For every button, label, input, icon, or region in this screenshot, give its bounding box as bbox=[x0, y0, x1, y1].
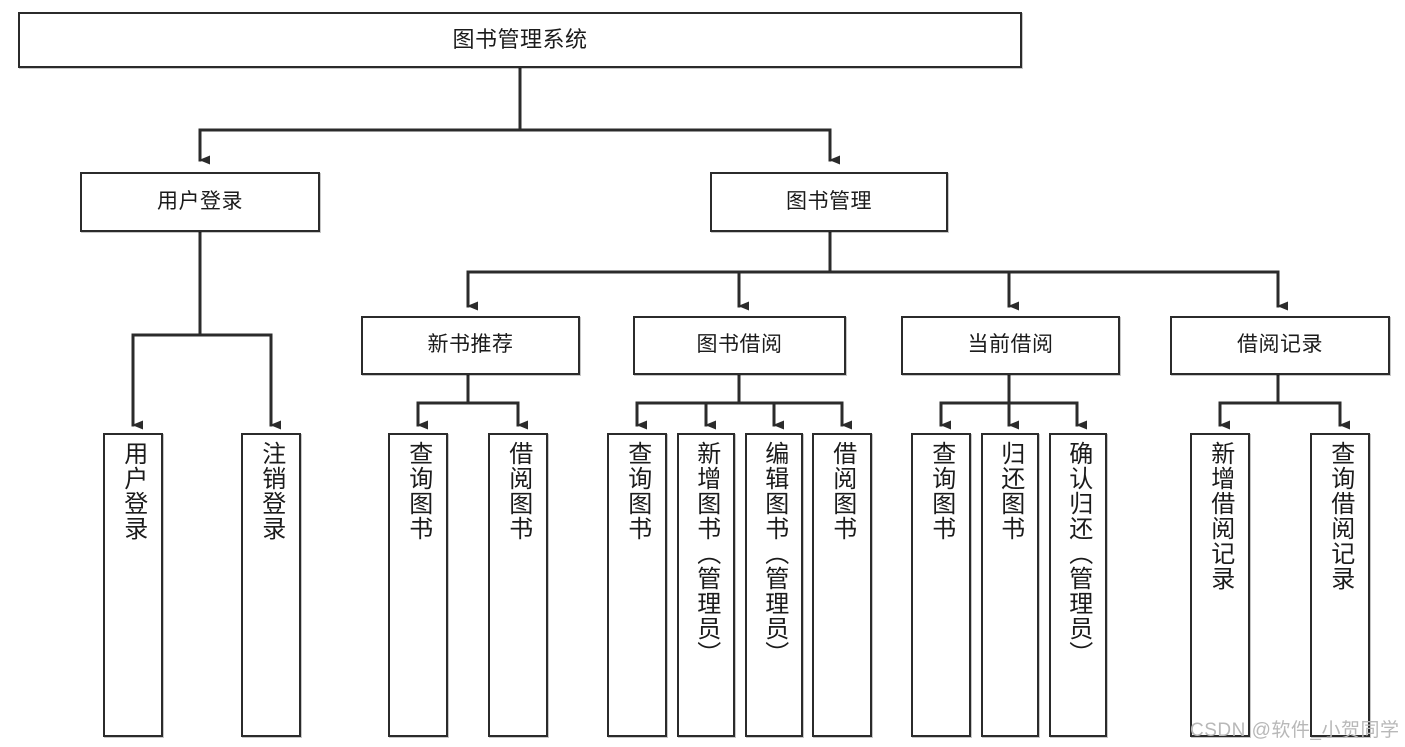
node-label: 查询借阅记录 bbox=[1326, 441, 1354, 591]
leaf-edit-book[interactable]: 编辑图书（管理员） bbox=[745, 433, 803, 737]
leaf-query-book-3[interactable]: 查询图书 bbox=[911, 433, 971, 737]
node-label: 查询图书 bbox=[623, 441, 651, 541]
node-current-borrow[interactable]: 当前借阅 bbox=[901, 316, 1120, 375]
leaf-borrow-book-2[interactable]: 借阅图书 bbox=[812, 433, 872, 737]
node-label: 确认归还（管理员） bbox=[1064, 441, 1092, 666]
leaf-return-book[interactable]: 归还图书 bbox=[981, 433, 1039, 737]
leaf-logout-login[interactable]: 注销登录 bbox=[241, 433, 301, 737]
node-label: 编辑图书（管理员） bbox=[760, 441, 788, 666]
leaf-query-book-2[interactable]: 查询图书 bbox=[607, 433, 667, 737]
node-label: 当前借阅 bbox=[967, 333, 1054, 357]
leaf-query-record[interactable]: 查询借阅记录 bbox=[1310, 433, 1370, 737]
node-label: 图书管理系统 bbox=[452, 27, 588, 53]
node-new-book-recommend[interactable]: 新书推荐 bbox=[361, 316, 580, 375]
node-label: 新增图书（管理员） bbox=[692, 441, 720, 666]
node-label: 注销登录 bbox=[257, 441, 285, 541]
leaf-query-book-1[interactable]: 查询图书 bbox=[388, 433, 448, 737]
node-label: 借阅图书 bbox=[504, 441, 532, 541]
leaf-borrow-book-1[interactable]: 借阅图书 bbox=[488, 433, 548, 737]
node-book-manage[interactable]: 图书管理 bbox=[710, 172, 948, 232]
leaf-add-book[interactable]: 新增图书（管理员） bbox=[677, 433, 735, 737]
node-root-book-management-system[interactable]: 图书管理系统 bbox=[18, 12, 1022, 68]
node-label: 图书管理 bbox=[786, 189, 872, 213]
node-label: 查询图书 bbox=[404, 441, 432, 541]
node-label: 借阅记录 bbox=[1237, 333, 1323, 357]
node-label: 图书借阅 bbox=[696, 333, 783, 357]
node-label: 用户登录 bbox=[119, 441, 147, 541]
node-label: 新书推荐 bbox=[427, 333, 514, 357]
node-label: 借阅图书 bbox=[828, 441, 856, 541]
csdn-watermark: CSDN @软件_小贺同学 bbox=[1190, 720, 1400, 741]
node-label: 归还图书 bbox=[996, 441, 1024, 541]
node-book-borrow[interactable]: 图书借阅 bbox=[633, 316, 846, 375]
node-borrow-record[interactable]: 借阅记录 bbox=[1170, 316, 1390, 375]
leaf-add-record[interactable]: 新增借阅记录 bbox=[1190, 433, 1250, 737]
node-label: 用户登录 bbox=[157, 189, 243, 213]
leaf-user-login[interactable]: 用户登录 bbox=[103, 433, 163, 737]
leaf-confirm-return[interactable]: 确认归还（管理员） bbox=[1049, 433, 1107, 737]
node-label: 新增借阅记录 bbox=[1206, 441, 1234, 591]
node-label: 查询图书 bbox=[927, 441, 955, 541]
node-user-login[interactable]: 用户登录 bbox=[80, 172, 320, 232]
